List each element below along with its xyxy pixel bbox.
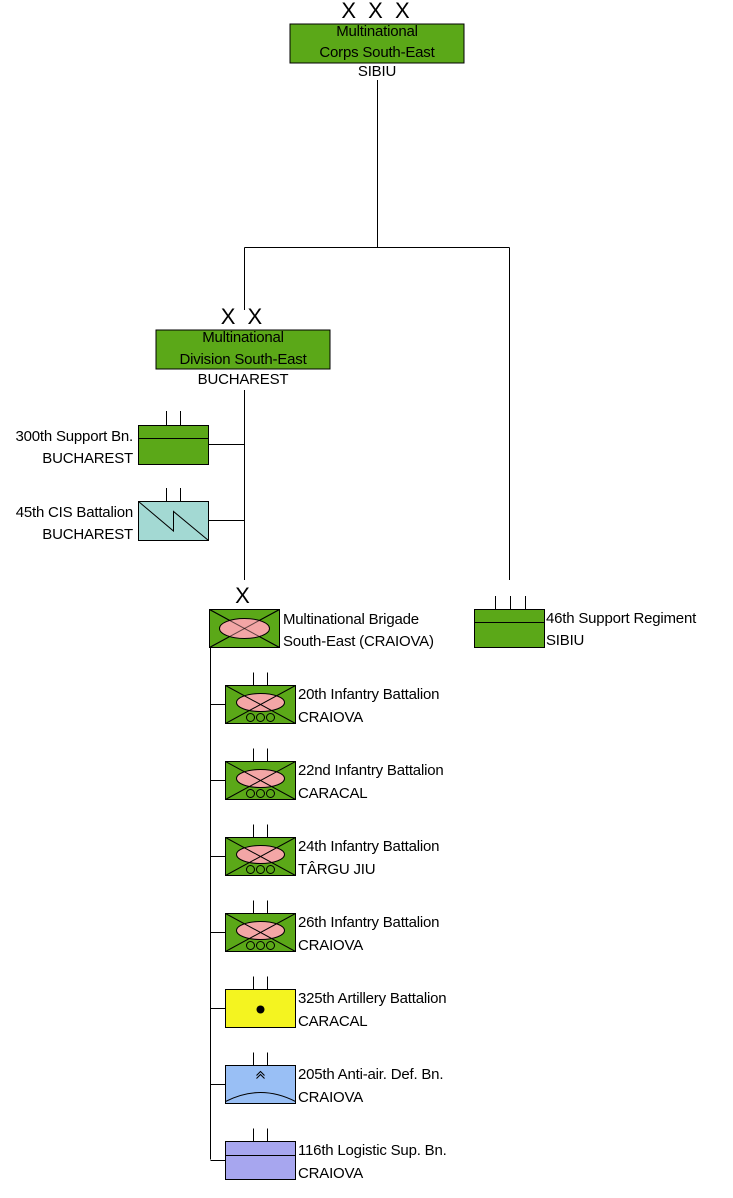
- cis-bn-symbol: [138, 488, 209, 541]
- battalion-name: 26th Infantry Battalion: [298, 913, 440, 931]
- wheel-circle: [266, 713, 275, 722]
- corps-echelon: X X X: [341, 0, 413, 23]
- support-bn-symbol: [138, 411, 209, 465]
- support-regiment-location: SIBIU: [546, 632, 585, 649]
- division-location: BUCHAREST: [197, 371, 289, 388]
- infantry-cross: [225, 837, 296, 876]
- battalion-name: 325th Artillery Battalion: [298, 989, 447, 1007]
- battalion-symbol-4: [210, 900, 296, 952]
- battalion-symbol-2: [210, 748, 296, 800]
- battalion-location: CARACAL: [298, 784, 368, 802]
- brigade-symbol: [209, 609, 280, 648]
- wheel-circle: [246, 941, 255, 950]
- artillery-dot: [256, 1005, 265, 1014]
- connector-lines: [209, 80, 510, 1160]
- battalion-name: 24th Infantry Battalion: [298, 837, 440, 855]
- battalion-symbol-1: [210, 672, 296, 724]
- infantry-cross: [225, 685, 296, 724]
- battalion-location: CRAIOVA: [298, 1088, 364, 1106]
- armor-oval: [236, 693, 285, 712]
- wheel-circle: [246, 713, 255, 722]
- battalion-location: CRAIOVA: [298, 708, 364, 726]
- battalion-name: 22nd Infantry Battalion: [298, 761, 444, 779]
- air-defense-chevron: [256, 1073, 265, 1079]
- wheel-circle: [256, 713, 265, 722]
- battalion-symbols: [210, 672, 296, 1180]
- division-unit: [155, 329, 331, 370]
- wheel-circle: [256, 865, 265, 874]
- support-regiment-name: 46th Support Regiment: [546, 610, 697, 627]
- wheel-circle: [266, 941, 275, 950]
- battalion-symbol-6: [210, 1052, 296, 1104]
- battalion-symbol-7: [210, 1128, 296, 1180]
- brigade-name-line2: South-East (CRAIOVA): [283, 633, 434, 650]
- support-bn-name: 300th Support Bn.: [15, 428, 133, 445]
- battalion-symbol-3: [210, 824, 296, 876]
- division-frame: [155, 329, 331, 370]
- battalion-name: 20th Infantry Battalion: [298, 685, 440, 703]
- battalion-symbol-5: [210, 976, 296, 1028]
- armor-oval: [236, 921, 285, 940]
- corps-unit: [289, 23, 465, 64]
- battalion-location: CRAIOVA: [298, 936, 364, 954]
- air-defense-chevron: [256, 1070, 265, 1076]
- wheel-circle: [266, 789, 275, 798]
- corps-name-line2: Corps South-East: [319, 44, 435, 61]
- corps-location: SIBIU: [357, 63, 397, 80]
- infantry-cross: [225, 761, 296, 800]
- division-name-line2: Division South-East: [179, 351, 307, 368]
- brigade-echelon: X: [235, 583, 253, 608]
- infantry-cross: [225, 913, 296, 952]
- battalion-name: 205th Anti-air. Def. Bn.: [298, 1065, 444, 1083]
- brigade-name-line1: Multinational Brigade: [283, 611, 419, 628]
- corps-name-line1: Multinational: [336, 23, 418, 40]
- battalion-location: CARACAL: [298, 1012, 368, 1030]
- armor-oval: [236, 845, 285, 864]
- battalion-name: 116th Logistic Sup. Bn.: [298, 1141, 447, 1159]
- cis-bn-location: BUCHAREST: [42, 526, 133, 543]
- wheel-circle: [256, 789, 265, 798]
- support-bn-location: BUCHAREST: [42, 450, 133, 467]
- unit-frame: [225, 1141, 296, 1180]
- air-defense-arc: [225, 1092, 296, 1102]
- battalion-location: TÂRGU JIU: [298, 860, 376, 878]
- wheel-circle: [256, 941, 265, 950]
- cis-bn-name: 45th CIS Battalion: [15, 504, 134, 521]
- support-regiment-symbol: [474, 596, 545, 648]
- division-echelon: X X: [220, 304, 266, 329]
- wheel-circle: [246, 789, 255, 798]
- corps-frame: [289, 23, 465, 64]
- wheel-circle: [266, 865, 275, 874]
- armor-oval: [236, 769, 285, 788]
- wheel-circle: [246, 865, 255, 874]
- battalion-location: CRAIOVA: [298, 1164, 364, 1182]
- division-name-line1: Multinational: [202, 329, 284, 346]
